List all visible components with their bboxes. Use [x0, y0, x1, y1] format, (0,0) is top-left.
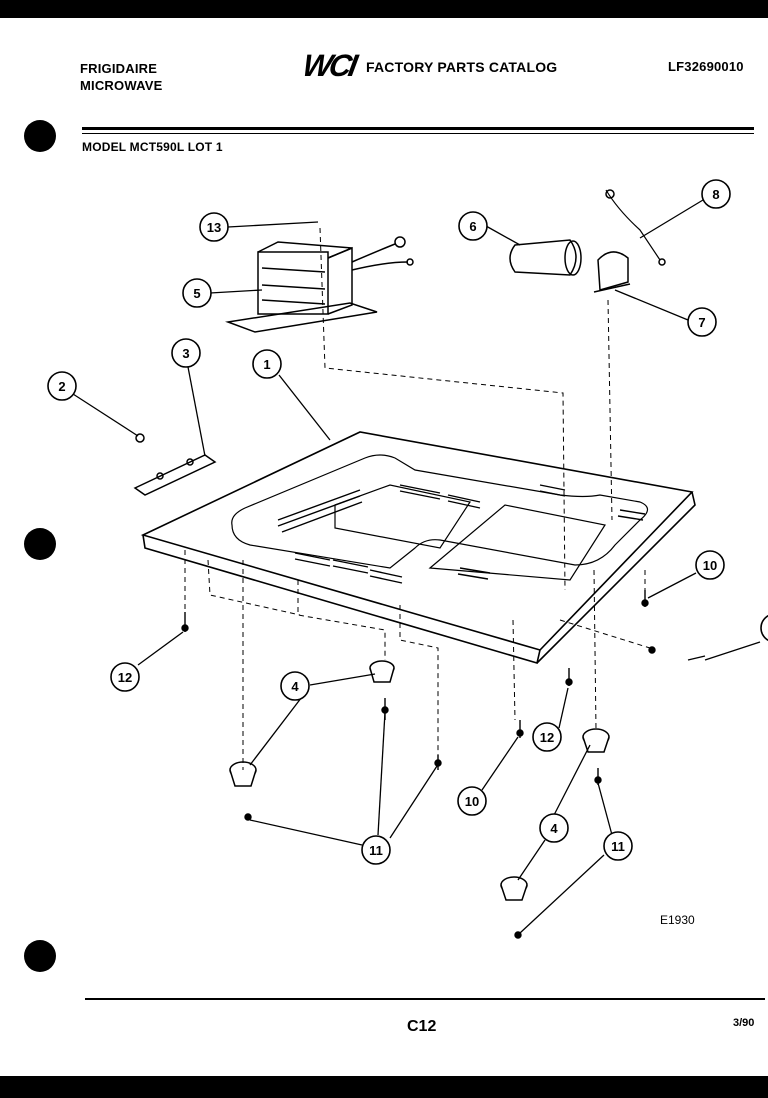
transformer-part [225, 236, 414, 333]
binder-hole-bottom [24, 940, 56, 972]
footer-rule [85, 998, 765, 1000]
product-line: MICROWAVE [80, 78, 163, 93]
callout-leaders [72, 199, 761, 934]
brand-name: FRIGIDAIRE [80, 61, 158, 76]
callout-8: 8 [701, 179, 731, 209]
svg-text:6: 6 [469, 219, 476, 234]
svg-text:10: 10 [703, 558, 717, 573]
callout-10-right: 10 [695, 550, 725, 580]
catalog-title: FACTORY PARTS CATALOG [366, 59, 558, 75]
svg-text:4: 4 [291, 679, 299, 694]
screws [181, 590, 706, 939]
svg-text:4: 4 [550, 821, 558, 836]
svg-text:12: 12 [540, 730, 554, 745]
callout-3: 3 [171, 338, 201, 368]
callout-bubbles: 13 5 6 8 7 3 1 2 10 12 4 12 10 4 11 11 [47, 179, 731, 865]
callout-12-right: 12 [532, 722, 562, 752]
svg-text:13: 13 [207, 220, 221, 235]
capacitor-part [509, 189, 666, 293]
callout-partial-offpage [760, 614, 768, 642]
catalog-number: LF32690010 [668, 59, 744, 74]
figure-id: E1930 [660, 913, 695, 927]
callout-1: 1 [252, 349, 282, 379]
svg-text:11: 11 [369, 843, 383, 858]
bracket-part [133, 433, 217, 496]
svg-text:1: 1 [263, 357, 270, 372]
svg-text:10: 10 [465, 794, 479, 809]
svg-text:5: 5 [193, 286, 200, 301]
callout-7: 7 [687, 307, 717, 337]
svg-text:8: 8 [712, 187, 719, 202]
callout-11-right: 11 [603, 831, 633, 861]
page-date: 3/90 [733, 1017, 755, 1029]
callout-4-lower: 4 [539, 813, 569, 843]
svg-text:7: 7 [698, 315, 705, 330]
callout-5: 5 [182, 278, 212, 308]
binder-hole-middle [24, 528, 56, 560]
model-line: MODEL MCT590L LOT 1 [82, 140, 223, 154]
callout-13: 13 [199, 212, 229, 242]
vent-slots [277, 484, 646, 584]
svg-text:3: 3 [182, 346, 189, 361]
alignment-guides [184, 227, 651, 770]
bottom-scan-border [0, 1076, 768, 1098]
callout-12-left: 12 [110, 662, 140, 692]
callout-6: 6 [458, 211, 488, 241]
svg-text:11: 11 [611, 839, 625, 854]
header-rule-thick [82, 127, 754, 130]
base-plate [140, 431, 696, 665]
callout-4-upper: 4 [280, 671, 310, 701]
binder-hole-top [24, 120, 56, 152]
page-number: C12 [407, 1018, 437, 1035]
brand-block: FRIGIDAIRE MICROWAVE [80, 60, 162, 94]
top-scan-border [0, 0, 768, 18]
callout-10-lower: 10 [457, 786, 487, 816]
rubber-feet [229, 660, 610, 901]
callout-11-left: 11 [361, 835, 391, 865]
header-rule-thin [82, 133, 754, 134]
svg-text:12: 12 [118, 670, 132, 685]
callout-2: 2 [47, 371, 77, 401]
svg-text:2: 2 [58, 379, 65, 394]
